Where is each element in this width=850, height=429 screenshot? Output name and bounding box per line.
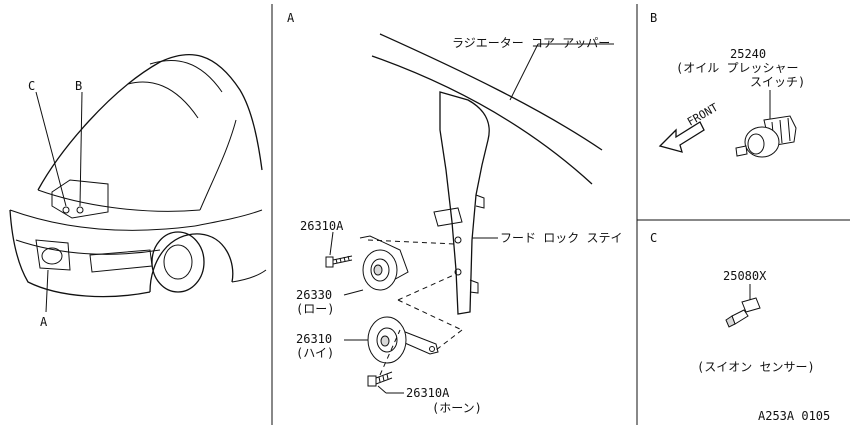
overview-callout-a: A — [40, 315, 48, 329]
switch-terminal — [735, 145, 748, 157]
grille-line — [15, 239, 161, 255]
bolt-bottom-shank — [375, 371, 393, 385]
car-overview-illustration — [9, 53, 267, 313]
mount-dash-3 — [397, 299, 463, 331]
group-label-horn: (ホーン) — [432, 401, 482, 415]
leader-c — [35, 91, 67, 207]
horn-high-bracket — [397, 329, 439, 355]
mount-dash-4 — [435, 329, 463, 351]
horn-low-bracket — [359, 235, 409, 283]
part-26310-name: (ハイ) — [296, 346, 334, 360]
hood-lock-stay — [439, 91, 490, 315]
label-hood-lock-stay: フード ロック ステイ — [500, 231, 622, 245]
radiator-core-upper-top — [379, 33, 603, 151]
part-25240: 25240 — [730, 47, 766, 61]
radiator-core-support — [371, 33, 603, 315]
wheel-hub — [163, 244, 193, 280]
front-wheel — [151, 231, 205, 293]
horn-location-a — [35, 239, 71, 271]
bolt-bottom-head — [367, 375, 377, 387]
leader-a — [45, 269, 49, 313]
horn-low-center — [373, 264, 383, 276]
part-26330-name: (ロー) — [296, 302, 334, 316]
bolt-bottom — [367, 371, 393, 387]
sensor-hex — [741, 297, 761, 313]
windshield-line — [149, 59, 223, 93]
bolt-top-head — [325, 256, 334, 268]
component-c — [62, 206, 70, 214]
switch-body — [744, 126, 780, 158]
horn-high — [367, 316, 439, 364]
stay-notch — [475, 194, 485, 209]
bolt-top — [325, 255, 353, 268]
part-25240-name-2: スイッチ) — [750, 75, 805, 89]
section-c-title: C — [650, 231, 657, 245]
part-25080x-name: (スイオン センサー) — [697, 360, 815, 374]
headlamp — [89, 249, 153, 273]
hood-crease — [127, 81, 199, 119]
fascia-top — [9, 209, 196, 231]
rocker-line — [231, 269, 267, 283]
front-label: FRONT — [685, 101, 721, 129]
fender-line — [194, 209, 263, 227]
water-temp-sensor — [725, 297, 761, 328]
horn-low — [359, 235, 409, 291]
part-25240-name-1: (オイル プレッシャー — [676, 61, 798, 75]
mount-dash-1 — [367, 239, 456, 245]
horn-low-face — [370, 258, 390, 282]
leader-b — [79, 91, 83, 207]
stay-notch-2 — [469, 279, 479, 294]
emblem — [41, 247, 63, 265]
bolt-bottom-thread — [378, 373, 389, 383]
horn-high-bracket-hole — [429, 346, 435, 352]
label-radiator-core-upper: ラジエーター コア アッパー — [452, 36, 610, 50]
part-26310a-top: 26310A — [300, 219, 344, 233]
sensor-tip — [725, 315, 736, 328]
overview-callout-b: B — [75, 79, 82, 93]
bolt-top-thread — [335, 255, 350, 264]
leader-radiator-core — [509, 43, 539, 101]
part-26310: 26310 — [296, 332, 332, 346]
wheel-arch — [149, 233, 234, 293]
switch-hex — [747, 133, 765, 155]
section-a-title: A — [287, 11, 295, 25]
part-26310a-bottom: 26310A — [406, 386, 450, 400]
hood-side-edge — [199, 119, 237, 211]
diagram-id: A253A 0105 — [758, 409, 830, 423]
stay-hole-2 — [454, 268, 462, 276]
front-bumper — [9, 209, 151, 298]
part-26330: 26330 — [296, 288, 332, 302]
section-b-title: B — [650, 11, 657, 25]
front-arrow-icon — [658, 121, 705, 153]
horn-high-center — [380, 335, 390, 347]
hood-top-edge — [37, 53, 263, 191]
part-25080x: 25080X — [723, 269, 767, 283]
stay-tab — [433, 207, 463, 227]
radiator-core-upper-bottom — [371, 55, 593, 185]
overview-callout-c: C — [28, 79, 35, 93]
horn-high-face — [376, 327, 398, 353]
mount-dash-2 — [397, 273, 457, 301]
stay-hole-1 — [454, 236, 462, 244]
leader-26310a-bottom-a — [377, 385, 387, 394]
leader-26330 — [343, 289, 364, 296]
hood-front-edge — [37, 189, 201, 212]
front-arrow — [658, 121, 705, 153]
component-b — [76, 206, 84, 214]
engine-cover — [51, 179, 109, 219]
leader-26310a-top — [329, 231, 334, 256]
oil-pressure-switch — [735, 115, 797, 158]
